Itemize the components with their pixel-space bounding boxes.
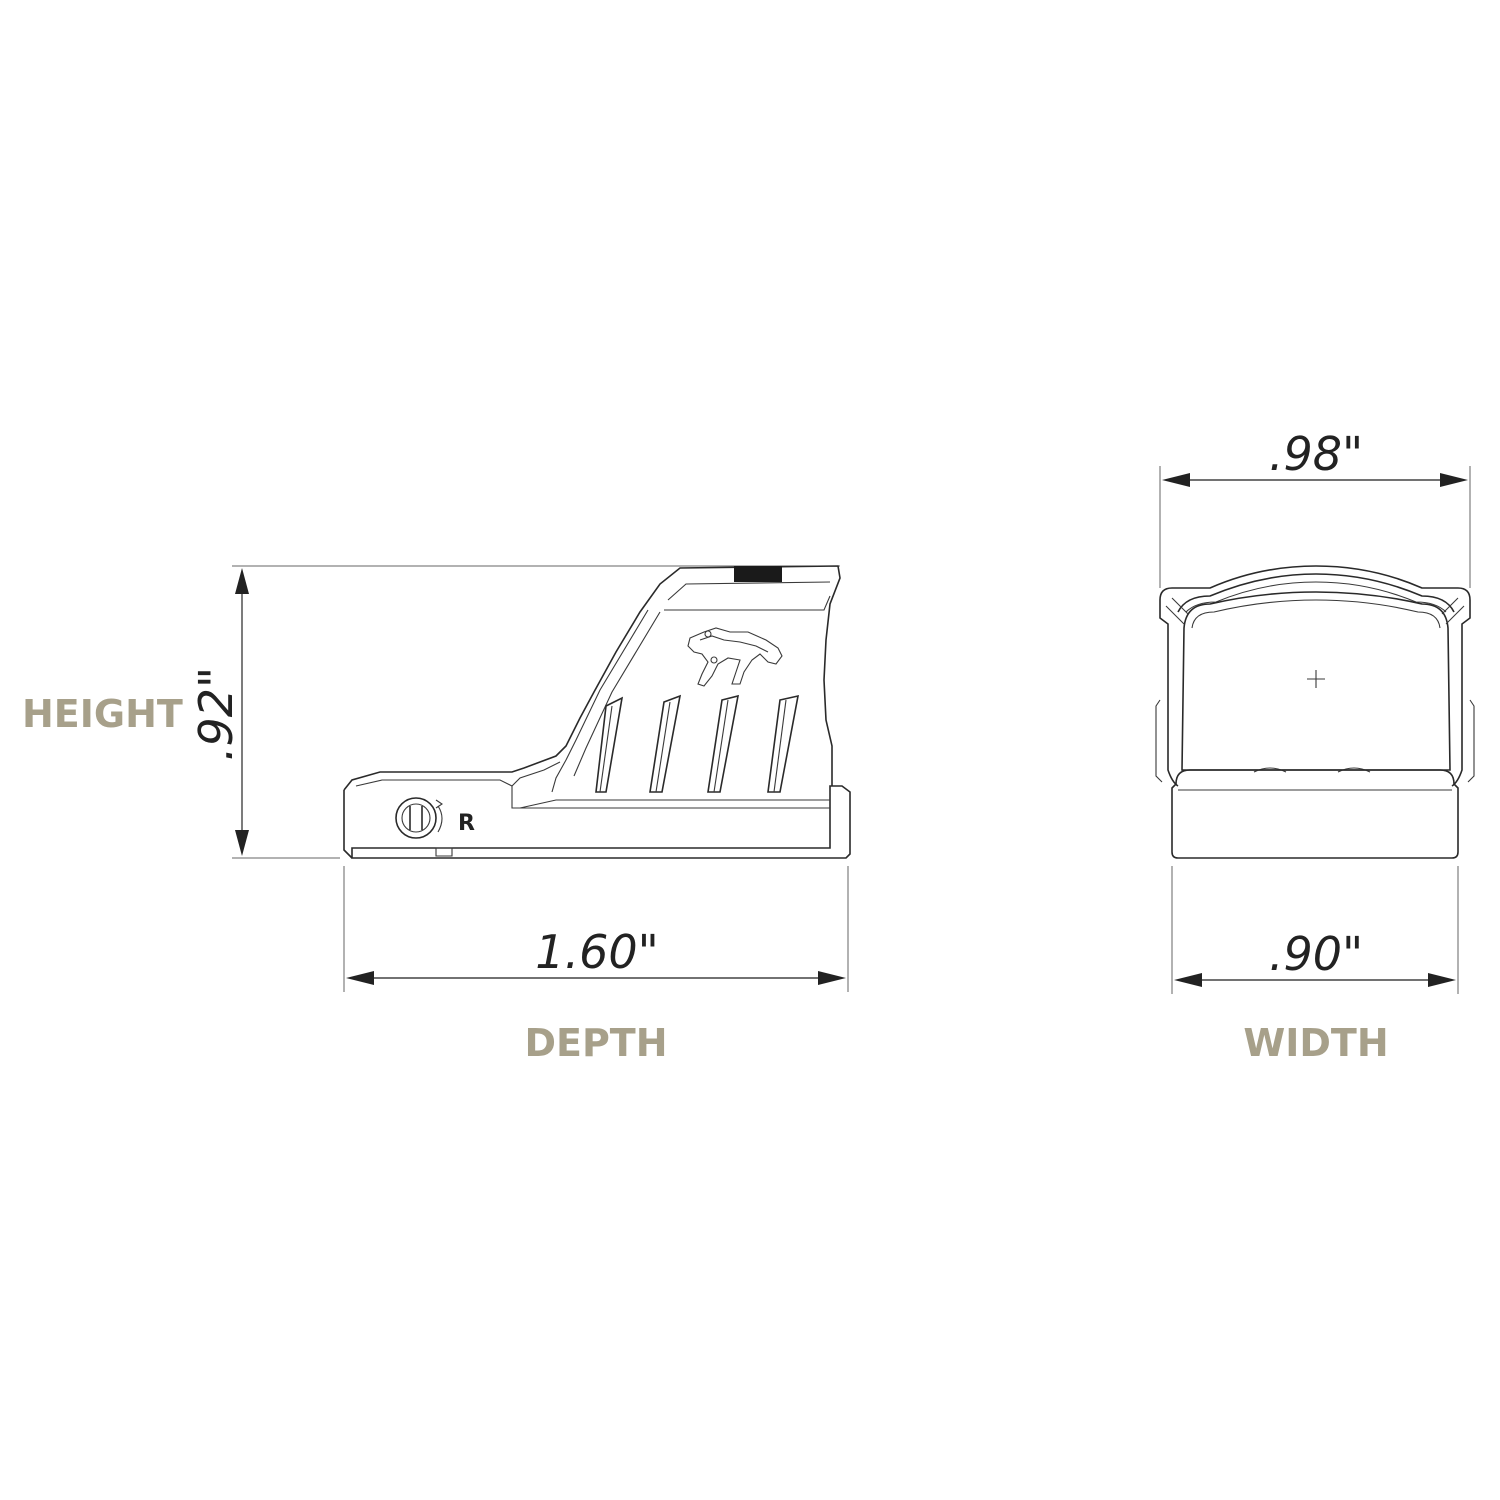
depth-arrow-left	[346, 971, 374, 985]
base-width-value: .90"	[1269, 927, 1363, 981]
height-arrow-bottom	[235, 830, 249, 856]
brand-logo-icon	[687, 627, 783, 687]
top-width-arrow-right	[1440, 473, 1468, 487]
depth-value: 1.60"	[535, 925, 659, 979]
serrations	[595, 694, 800, 793]
reticle-crosshair-icon	[1307, 670, 1325, 688]
optic-side-profile: R	[343, 565, 851, 859]
base-width-arrow-right	[1428, 973, 1456, 987]
front-view: .98" .90" WIDTH	[1155, 427, 1475, 1065]
adjustment-knob	[395, 797, 453, 857]
depth-caption: DEPTH	[524, 1021, 667, 1065]
height-value: .92"	[189, 667, 243, 761]
base-width-arrow-left	[1174, 973, 1202, 987]
top-width-value: .98"	[1269, 427, 1363, 481]
optic-front-profile	[1155, 565, 1475, 859]
rear-marking-label: R	[458, 811, 475, 836]
height-arrow-top	[235, 568, 249, 594]
top-width-arrow-left	[1162, 473, 1190, 487]
side-view: R .92" 1.60" HEIGHT DEPTH	[22, 565, 851, 1065]
turret-window	[734, 566, 782, 582]
height-caption: HEIGHT	[22, 692, 183, 736]
width-caption: WIDTH	[1243, 1021, 1388, 1065]
depth-arrow-right	[818, 971, 846, 985]
